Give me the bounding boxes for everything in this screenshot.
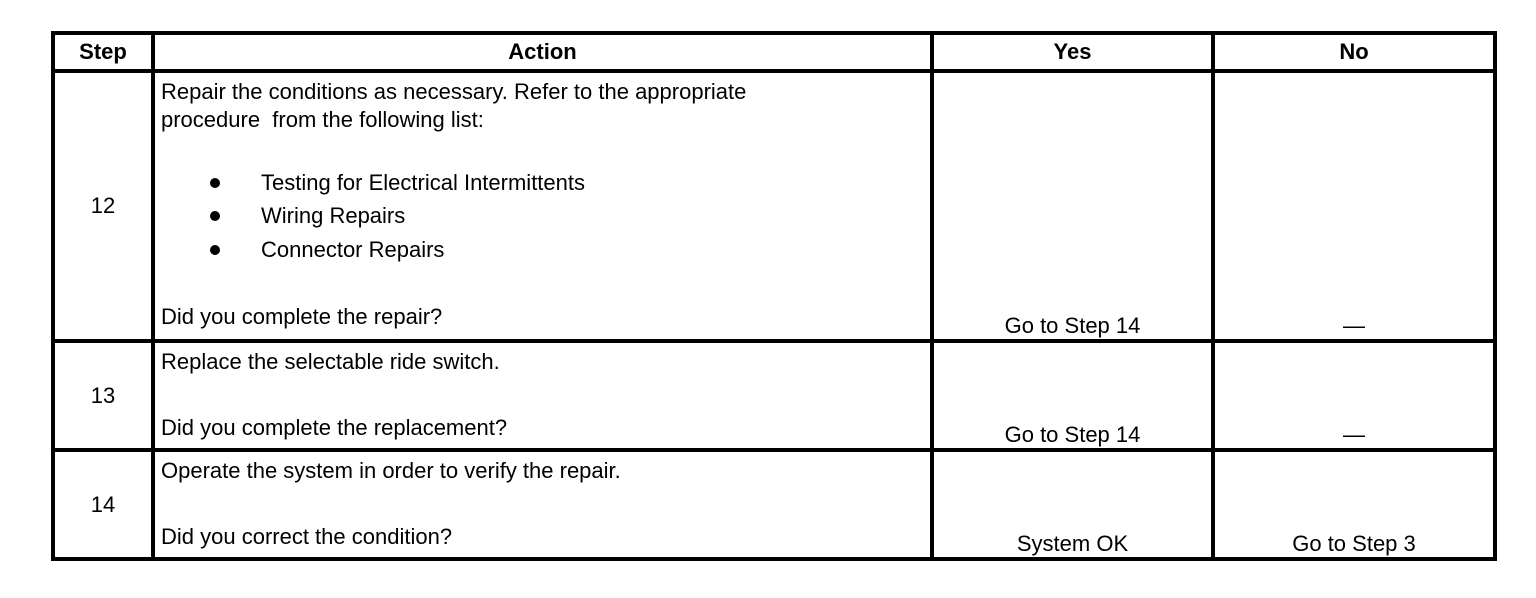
table-row-step-12: 12 Repair the conditions as necessary. R…	[51, 69, 1497, 343]
action-cell: Operate the system in order to verify th…	[151, 448, 934, 561]
action-text: Operate the system in order to verify th…	[161, 458, 621, 483]
no-cell: Go to Step 3	[1211, 448, 1497, 561]
diagnostic-table: Step Action Yes No 12 Repair the conditi…	[51, 31, 1497, 561]
procedure-list: Testing for Electrical Intermittents Wir…	[161, 166, 922, 267]
header-row: Step Action Yes No	[51, 31, 1497, 73]
step-number: 12	[51, 69, 155, 343]
header-action: Action	[151, 31, 934, 73]
yes-cell: Go to Step 14	[930, 339, 1215, 452]
action-question: Did you complete the repair?	[161, 303, 443, 329]
action-text: Replace the selectable ride switch.	[161, 349, 500, 374]
no-cell: —	[1211, 339, 1497, 452]
step-number: 13	[51, 339, 155, 452]
step-number: 14	[51, 448, 155, 561]
action-question: Did you complete the replacement?	[161, 415, 508, 440]
header-step: Step	[51, 31, 155, 73]
list-item-label: Wiring Repairs	[261, 203, 406, 229]
yes-cell: System OK	[930, 448, 1215, 561]
bullet-icon	[210, 177, 220, 188]
no-cell: —	[1211, 69, 1497, 343]
list-item: Testing for Electrical Intermittents	[161, 166, 922, 200]
action-cell: Replace the selectable ride switch. Did …	[151, 339, 934, 452]
table-row-step-14: 14 Operate the system in order to verify…	[51, 448, 1497, 561]
action-cell: Repair the conditions as necessary. Refe…	[151, 69, 934, 343]
action-text: Repair the conditions as necessary. Refe…	[161, 79, 747, 132]
header-no: No	[1211, 31, 1497, 73]
bullet-icon	[210, 211, 220, 222]
table-row-step-13: 13 Replace the selectable ride switch. D…	[51, 339, 1497, 452]
list-item: Connector Repairs	[161, 233, 922, 267]
list-item-label: Testing for Electrical Intermittents	[261, 169, 586, 195]
list-item: Wiring Repairs	[161, 200, 922, 234]
yes-cell: Go to Step 14	[930, 69, 1215, 343]
list-item-label: Connector Repairs	[261, 236, 445, 262]
header-yes: Yes	[930, 31, 1215, 73]
action-question: Did you correct the condition?	[161, 524, 453, 549]
bullet-icon	[210, 244, 220, 255]
